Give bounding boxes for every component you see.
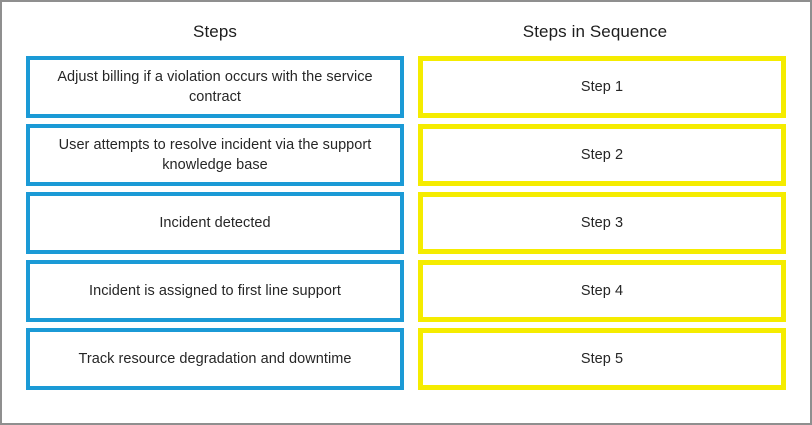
step-box-2[interactable]: User attempts to resolve incident via th… [26,124,404,186]
rows-container: Adjust billing if a violation occurs wit… [26,56,786,390]
sequence-slot-5[interactable]: Step 5 [418,328,786,390]
step-box-label: Incident detected [159,215,271,231]
sequence-slot-4[interactable]: Step 4 [418,260,786,322]
step-box-label: Track resource degradation and downtime [78,351,352,367]
column-header-steps: Steps [193,21,237,41]
step-box-label: User attempts to resolve incident via th… [58,137,372,173]
step-box-5[interactable]: Track resource degradation and downtime [26,328,404,390]
column-header-steps-in-sequence: Steps in Sequence [522,21,668,41]
step-box-label: Adjust billing if a violation occurs wit… [57,69,373,105]
sequence-slot-label: Step 1 [580,79,624,95]
sequence-slot-label: Step 3 [580,215,624,231]
column-headers: Steps Steps in Sequence [26,14,786,48]
step-box-4[interactable]: Incident is assigned to first line suppo… [26,260,404,322]
table-row: Track resource degradation and downtime … [26,328,786,390]
table-row: User attempts to resolve incident via th… [26,124,786,186]
sequence-slot-label: Step 4 [580,283,624,299]
step-box-1[interactable]: Adjust billing if a violation occurs wit… [26,56,404,118]
column-gap [404,124,418,186]
sequence-slot-2[interactable]: Step 2 [418,124,786,186]
step-box-3[interactable]: Incident detected [26,192,404,254]
column-gap [404,192,418,254]
column-gap [404,260,418,322]
sequence-slot-3[interactable]: Step 3 [418,192,786,254]
sequence-slot-1[interactable]: Step 1 [418,56,786,118]
table-row: Adjust billing if a violation occurs wit… [26,56,786,118]
table-row: Incident is assigned to first line suppo… [26,260,786,322]
sequence-slot-label: Step 5 [580,351,624,367]
column-gap [404,328,418,390]
sequence-slot-label: Step 2 [580,147,624,163]
step-box-label: Incident is assigned to first line suppo… [89,283,341,299]
table-row: Incident detected Step 3 [26,192,786,254]
column-gap [404,56,418,118]
